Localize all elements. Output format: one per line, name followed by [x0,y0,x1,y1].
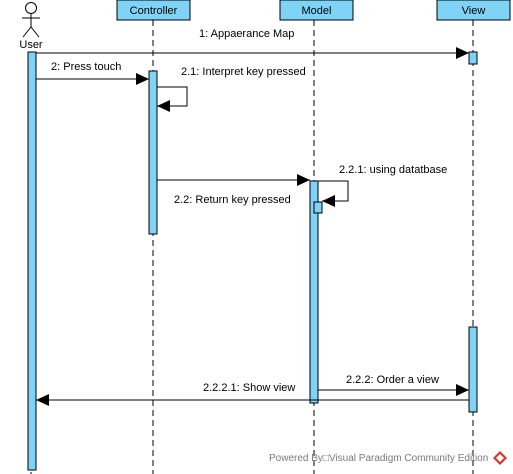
message-label-2-2: 2.2: Return key pressed [174,194,291,206]
view-header [436,0,511,21]
watermark-text: Powered By□Visual Paradigm Community Edi… [269,453,488,464]
actor-head-icon [25,2,37,14]
message-arrow-2-1 [157,86,188,112]
model-activation [309,180,319,404]
message-label-2-2-2-1: 2.2.2.1: Show view [203,382,295,394]
message-arrow-2-2-1 [318,180,349,207]
actor-label: User [19,39,43,51]
view-activation-1 [468,51,478,65]
message-label-2-2-1: 2.2.1: using datatbase [339,164,447,176]
view-activation-2 [468,326,478,413]
message-label-2: 2: Press touch [51,61,121,73]
user-actor [22,2,40,38]
model-header-label: Model [302,5,332,17]
message-label-1: 1: Appaerance Map [199,28,294,40]
model-nested-activation [313,201,323,214]
view-header-label: View [462,5,486,17]
message-label-2-1: 2.1: Interpret key pressed [181,66,306,78]
model-header [279,0,354,21]
message-label-2-2-2: 2.2.2: Order a view [346,374,439,386]
vp-logo-icon [493,451,507,465]
controller-activation [148,70,158,235]
user-activation [27,51,37,471]
controller-header-label: Controller [130,5,178,17]
controller-header [116,0,191,21]
